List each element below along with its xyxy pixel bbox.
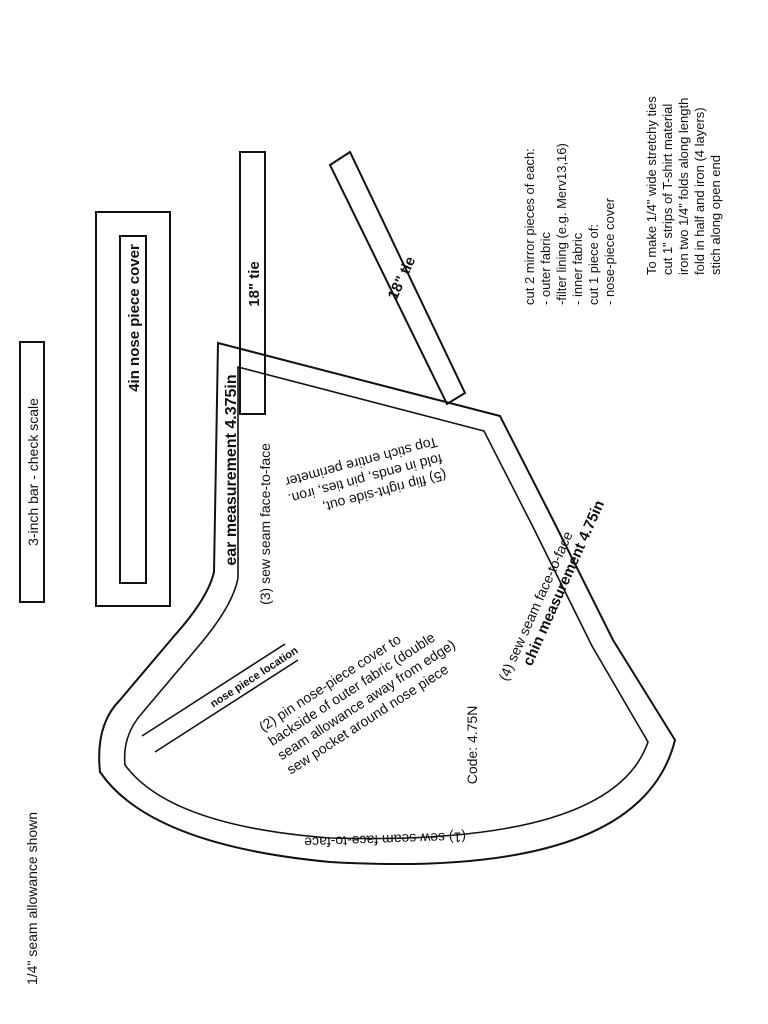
step-2-block: (2) pin nose-piece cover to backside of … — [256, 629, 458, 777]
tie-b-label: 18" tie — [385, 254, 420, 302]
cut-instructions: cut 2 mirror pieces of each: - outer fab… — [522, 143, 617, 305]
chin-measurement-label: chin measurement 4.75in — [520, 498, 608, 669]
ties-line-5: stich along open end — [708, 155, 723, 275]
cut-line-2: - outer fabric — [538, 232, 553, 305]
nose-cover-outer-rect — [95, 211, 171, 607]
step-1-label: (1) sew seam face-to-face — [304, 829, 467, 851]
tie-a-label: 18" tie — [246, 261, 263, 306]
scale-bar-label: 3-inch bar - check scale — [25, 398, 41, 546]
scale-bar — [19, 341, 45, 603]
tie-strip-vertical — [239, 151, 266, 415]
ties-instructions: To make 1/4" wide stretchy ties cut 1" s… — [644, 96, 723, 275]
nose-cover-label: 4in nose piece cover — [126, 244, 143, 392]
seam-allowance-label: 1/4" seam allowance shown — [24, 812, 40, 985]
cut-line-3: -filter lining (e.g. Merv13,16) — [554, 143, 569, 305]
step-5-block: (5) flip right-side out, fold in ends, p… — [283, 434, 448, 515]
cut-line-4: - inner fabric — [570, 232, 585, 305]
ties-line-4: fold in half and iron (4 layers) — [692, 107, 707, 275]
code-label: Code: 4.75N — [464, 706, 480, 785]
ties-line-2: cut 1" strips of T-shirt material — [660, 104, 675, 275]
ties-line-1: To make 1/4" wide stretchy ties — [644, 96, 659, 275]
step-3-label: (3) sew seam face-to-face — [257, 443, 273, 605]
cut-line-1: cut 2 mirror pieces of each: — [522, 148, 537, 305]
cut-line-5: cut 1 piece of: — [586, 224, 601, 305]
mask-piece-outer — [98, 341, 677, 865]
mask-piece-seam-line — [123, 365, 649, 840]
ties-line-3: iron two 1/4" folds along length — [676, 98, 691, 275]
nose-cover-inner-rect — [119, 235, 147, 584]
tie-strip-slanted — [328, 150, 467, 406]
nose-location-strip — [141, 643, 299, 753]
ear-measurement-label: ear measurement 4.375in — [223, 374, 240, 565]
cut-line-6: - nose-piece cover — [602, 197, 617, 305]
